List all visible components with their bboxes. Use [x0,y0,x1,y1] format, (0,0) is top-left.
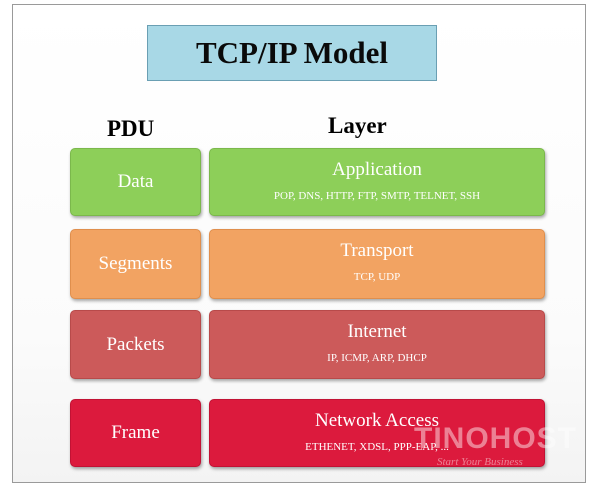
pdu-label: Packets [106,333,165,355]
layer-name: Internet [347,321,407,342]
layer-protocols: ETHENET, XDSL, PPP-EAP, ... [305,441,449,453]
watermark-slogan: Start Your Business [437,456,523,468]
pdu-label: Data [117,171,154,192]
pdu-packets-box: Packets [70,310,201,379]
watermark-brand: TINOHOST [414,422,577,455]
pdu-label: Segments [98,253,173,274]
layer-application-box: Application POP, DNS, HTTP, FTP, SMTP, T… [209,148,545,216]
layer-protocols: POP, DNS, HTTP, FTP, SMTP, TELNET, SSH [273,190,481,202]
pdu-label: Frame [111,422,160,443]
pdu-column-header: PDU [107,116,155,141]
layer-protocols: TCP, UDP [353,271,401,283]
pdu-frame-box: Frame [70,399,201,467]
layer-column-header: Layer [328,113,387,138]
layer-name: Application [332,159,422,180]
layer-internet-box: Internet IP, ICMP, ARP, DHCP [209,310,545,379]
pdu-data-box: Data [70,148,201,216]
layer-network-access-box: Network Access ETHENET, XDSL, PPP-EAP, .… [209,399,545,467]
layer-transport-box: Transport TCP, UDP [209,229,545,299]
layer-name: Network Access [315,410,439,431]
layer-name: Transport [340,240,414,261]
layer-protocols: IP, ICMP, ARP, DHCP [327,352,427,364]
pdu-segments-box: Segments [70,229,201,299]
diagram-title: TCP/IP Model [147,25,437,81]
